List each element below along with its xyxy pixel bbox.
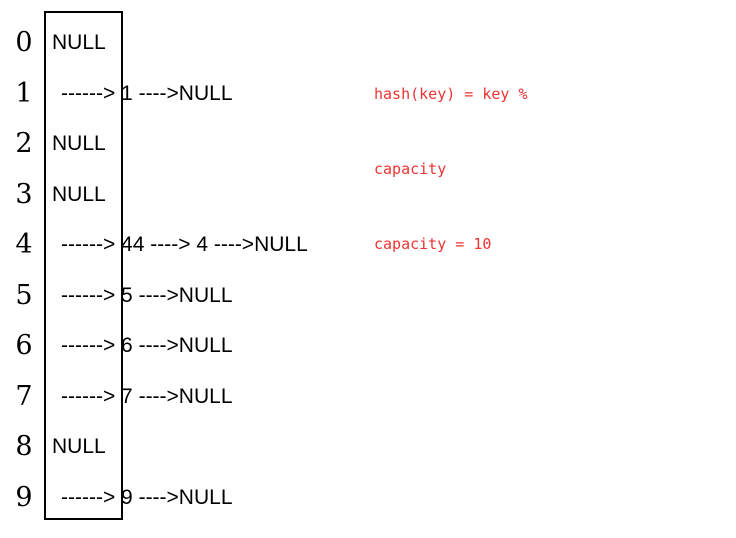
bucket-null-label: NULL [52,31,106,54]
bucket-chain-arrow: ------> 5 ---->NULL [61,283,233,307]
bucket-null-label: NULL [52,182,106,206]
bucket-null-label: NULL [52,435,106,458]
bucket-index-label: 2 [15,128,33,159]
hash-formula-line-2: capacity [374,160,447,178]
bucket-index-label: 9 [15,481,33,513]
bucket-chain-arrow: ------> 44 ----> 4 ---->NULL [61,233,308,256]
bucket-row: 6 ------> 6 ---->NULL [0,326,736,366]
bucket-row: 3 NULL [0,175,736,215]
bucket-index-label: 3 [15,178,33,210]
bucket-index-label: 5 [15,279,33,311]
bucket-row: 2 NULL [0,124,736,164]
bucket-row: 9 ------> 9 ---->NULL [0,478,736,518]
bucket-row: 7 ------> 7 ---->NULL [0,377,736,417]
bucket-chain-arrow: ------> 6 ---->NULL [61,334,233,357]
bucket-chain-arrow: ------> 7 ---->NULL [61,384,233,408]
bucket-null-label: NULL [52,132,106,155]
bucket-row: 4 ------> 44 ----> 4 ---->NULL [0,225,736,265]
bucket-chain-arrow: ------> 1 ---->NULL [61,81,233,105]
hash-formula-annotation: hash(key) = key % capacity capacity = 10 [374,32,528,282]
bucket-array-box [44,11,123,520]
hash-formula-line-3: capacity = 10 [374,235,492,253]
hash-formula-line-1: hash(key) = key % [374,85,528,103]
bucket-row: 8 NULL [0,427,736,467]
bucket-row: 5 ------> 5 ---->NULL [0,276,736,316]
bucket-index-label: 7 [15,380,33,412]
bucket-index-label: 8 [15,431,33,462]
bucket-index-label: 4 [15,229,33,260]
bucket-row: 0 NULL [0,23,736,63]
bucket-index-label: 6 [15,330,33,361]
bucket-index-label: 0 [15,27,33,58]
bucket-index-label: 1 [15,77,33,109]
bucket-chain-arrow: ------> 9 ---->NULL [61,485,233,509]
bucket-row: 1 ------> 1 ---->NULL [0,74,736,114]
